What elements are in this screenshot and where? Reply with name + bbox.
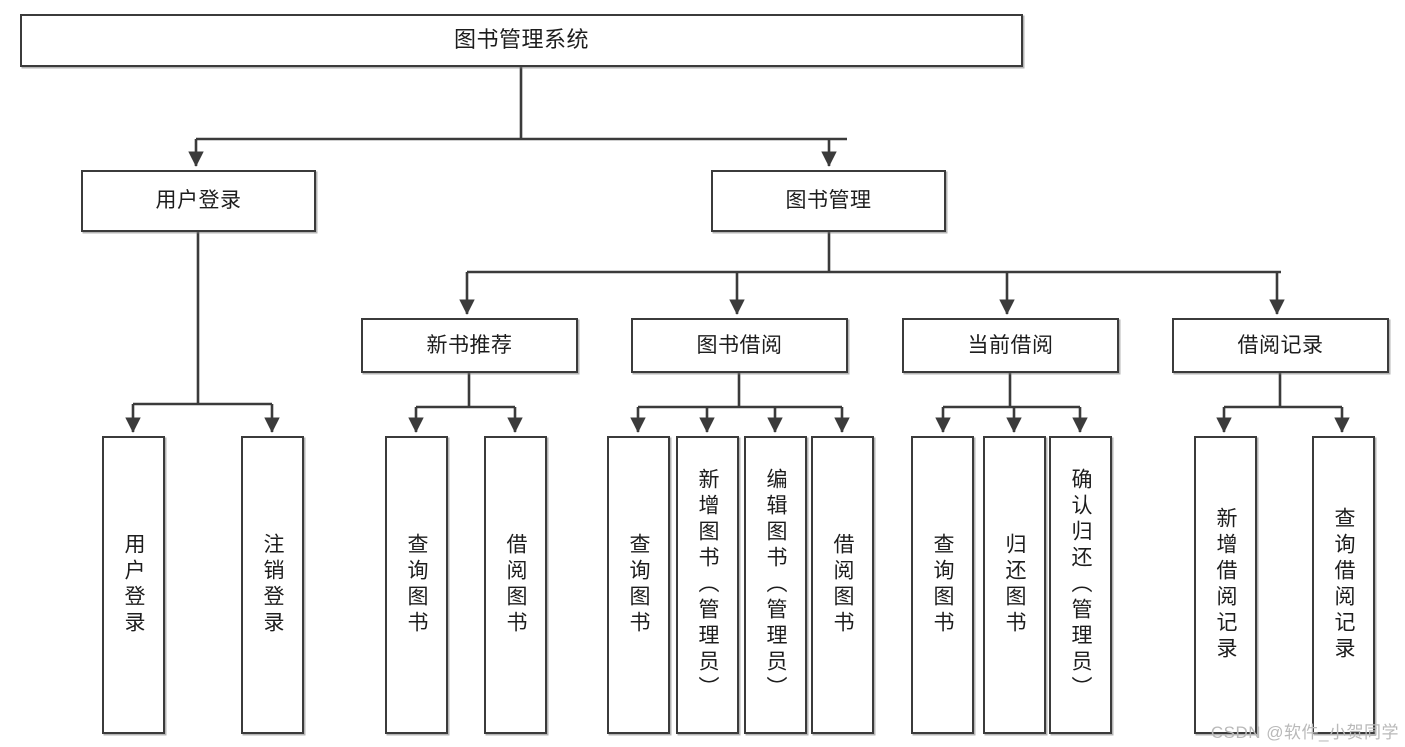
leaf-new-book-borrow[interactable]: 借阅图书 (484, 436, 547, 734)
leaf-new-book-query[interactable]: 查询图书 (385, 436, 448, 734)
node-user-login[interactable]: 用户登录 (81, 170, 316, 232)
leaf-user-login-login[interactable]: 用户登录 (102, 436, 165, 734)
node-label: 编辑图书（管理员） (764, 468, 787, 702)
csdn-watermark: CSDN @软件_小贺同学 (1210, 723, 1399, 742)
leaf-current-borrow-query[interactable]: 查询图书 (911, 436, 974, 734)
node-book-management[interactable]: 图书管理 (711, 170, 946, 232)
leaf-user-login-logout[interactable]: 注销登录 (241, 436, 304, 734)
node-label: 查询图书 (627, 533, 650, 637)
node-label: 图书管理系统 (453, 27, 589, 53)
node-label: 图书借阅 (696, 333, 783, 357)
node-label: 归还图书 (1003, 533, 1026, 637)
node-current-borrow[interactable]: 当前借阅 (902, 318, 1119, 373)
leaf-current-borrow-confirm-return[interactable]: 确认归还（管理员） (1049, 436, 1112, 734)
node-root-system[interactable]: 图书管理系统 (20, 14, 1023, 67)
leaf-current-borrow-return[interactable]: 归还图书 (983, 436, 1046, 734)
node-label: 借阅图书 (831, 533, 854, 637)
node-label: 借阅图书 (504, 533, 527, 637)
node-borrow-record[interactable]: 借阅记录 (1172, 318, 1389, 373)
node-label: 图书管理 (785, 189, 872, 213)
leaf-book-borrow-query[interactable]: 查询图书 (607, 436, 670, 734)
node-label: 借阅记录 (1237, 333, 1324, 357)
node-label: 用户登录 (155, 189, 242, 213)
node-label: 新书推荐 (426, 333, 513, 357)
node-new-book-recommend[interactable]: 新书推荐 (361, 318, 578, 373)
node-label: 用户登录 (122, 533, 145, 637)
node-book-borrow[interactable]: 图书借阅 (631, 318, 848, 373)
leaf-book-borrow-edit[interactable]: 编辑图书（管理员） (744, 436, 807, 734)
node-label: 查询图书 (931, 533, 954, 637)
node-label: 当前借阅 (967, 333, 1054, 357)
node-label: 新增图书（管理员） (696, 468, 719, 702)
node-label: 确认归还（管理员） (1069, 468, 1092, 702)
node-label: 新增借阅记录 (1214, 507, 1237, 663)
leaf-borrow-record-query[interactable]: 查询借阅记录 (1312, 436, 1375, 734)
leaf-book-borrow-borrow[interactable]: 借阅图书 (811, 436, 874, 734)
node-label: 查询借阅记录 (1332, 507, 1355, 663)
leaf-book-borrow-add[interactable]: 新增图书（管理员） (676, 436, 739, 734)
node-label: 注销登录 (261, 533, 284, 637)
leaf-borrow-record-add[interactable]: 新增借阅记录 (1194, 436, 1257, 734)
node-label: 查询图书 (405, 533, 428, 637)
